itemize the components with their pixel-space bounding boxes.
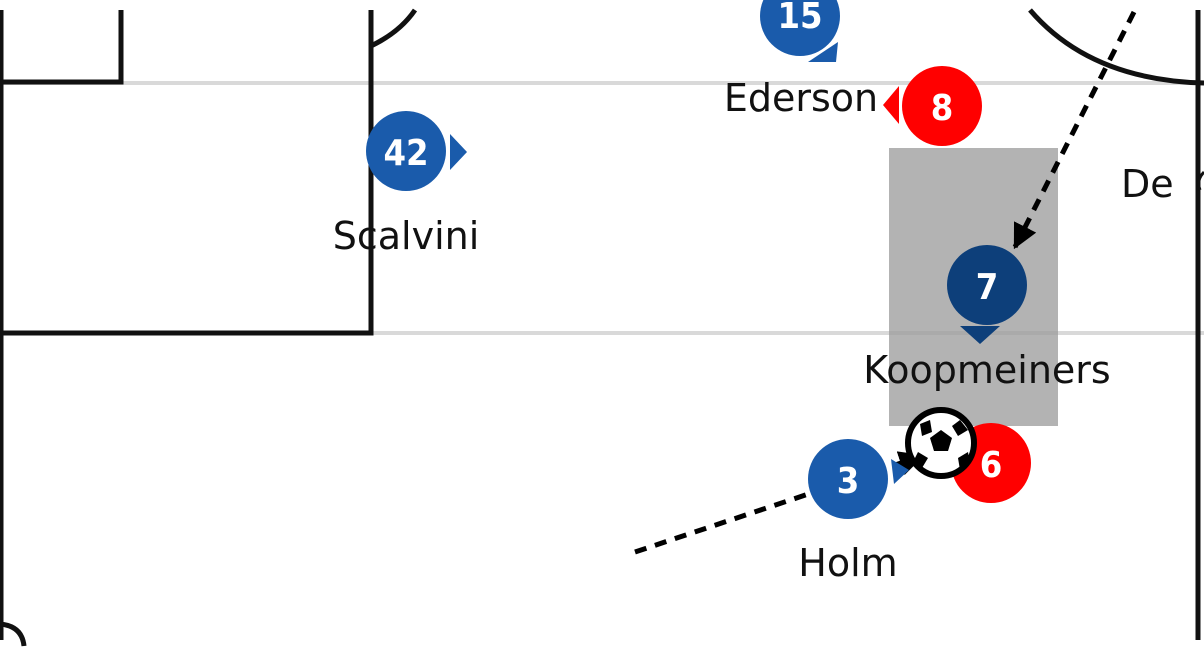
player-number: 3 xyxy=(837,461,860,502)
partial-player-name: De xyxy=(1121,162,1174,206)
player-circle xyxy=(366,111,446,191)
player-number: 8 xyxy=(931,88,954,129)
corner-arc xyxy=(0,621,27,647)
player-name: Holm xyxy=(798,541,897,585)
direction-marker xyxy=(891,459,909,484)
player-15[interactable]: 15 xyxy=(760,0,840,62)
player-number: 6 xyxy=(980,445,1003,486)
direction-marker xyxy=(450,134,467,170)
player-circle xyxy=(760,0,840,56)
player-8[interactable]: 8 Ederson xyxy=(724,66,982,146)
player-number: 42 xyxy=(383,133,428,174)
player-circle xyxy=(902,66,982,146)
player-circle xyxy=(808,439,888,519)
player-circle xyxy=(947,245,1027,325)
penalty-box xyxy=(0,10,374,336)
direction-marker xyxy=(960,326,1000,344)
pitch-markings xyxy=(0,8,1204,647)
player-7[interactable]: 7 Koopmeiners xyxy=(863,245,1111,392)
player-number: 15 xyxy=(777,0,822,37)
center-circle xyxy=(1028,8,1204,86)
partial-marker xyxy=(1197,170,1204,191)
player-name: Scalvini xyxy=(333,214,480,258)
pass-arrow-top xyxy=(1012,10,1137,250)
six-yard-box xyxy=(0,10,124,85)
player-number: 7 xyxy=(976,267,999,308)
player-name: Ederson xyxy=(724,76,878,120)
penalty-arc xyxy=(369,8,418,49)
player-3[interactable]: 3 Holm xyxy=(798,439,909,585)
direction-marker xyxy=(883,86,899,124)
direction-marker xyxy=(808,42,838,62)
player-name: Koopmeiners xyxy=(863,348,1110,392)
soccer-ball-icon xyxy=(905,407,977,479)
player-42[interactable]: 42 Scalvini xyxy=(333,111,480,258)
